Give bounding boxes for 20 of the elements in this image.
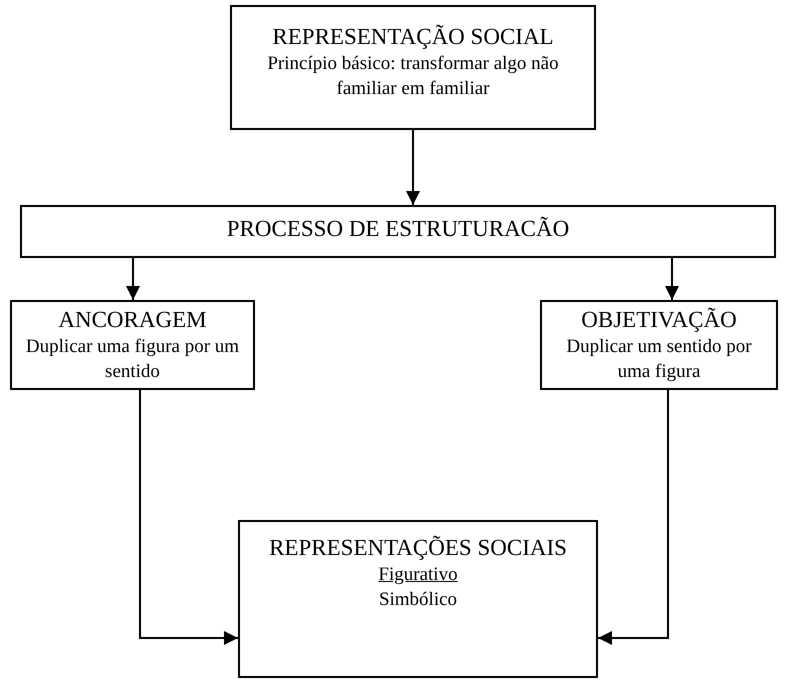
box-heading: PROCESSO DE ESTRUTURACÃO: [226, 215, 570, 243]
arrow: [598, 390, 669, 645]
process-box: [230, 5, 596, 130]
box-text: Figurativo: [378, 563, 458, 587]
process-box: [540, 300, 778, 390]
box-text: Princípio básico: transformar algo não familiar em familiar: [266, 52, 560, 101]
arrow: [406, 130, 420, 205]
process-box: [10, 300, 255, 390]
arrow: [139, 390, 238, 645]
arrow: [665, 258, 679, 300]
process-box: [238, 520, 598, 678]
box-text: Simbólico: [378, 588, 458, 612]
arrow: [126, 258, 140, 300]
box-text: Duplicar um sentido por uma figura: [565, 335, 753, 384]
box-heading: REPRESENTAÇÃO SOCIAL: [272, 23, 554, 51]
box-heading: OBJETIVAÇÃO: [581, 306, 737, 334]
process-box: [20, 205, 776, 258]
box-heading: REPRESENTAÇÕES SOCIAIS: [269, 534, 567, 562]
box-text: Duplicar uma figura por um sentido: [24, 335, 240, 384]
box-heading: ANCORAGEM: [58, 306, 207, 334]
